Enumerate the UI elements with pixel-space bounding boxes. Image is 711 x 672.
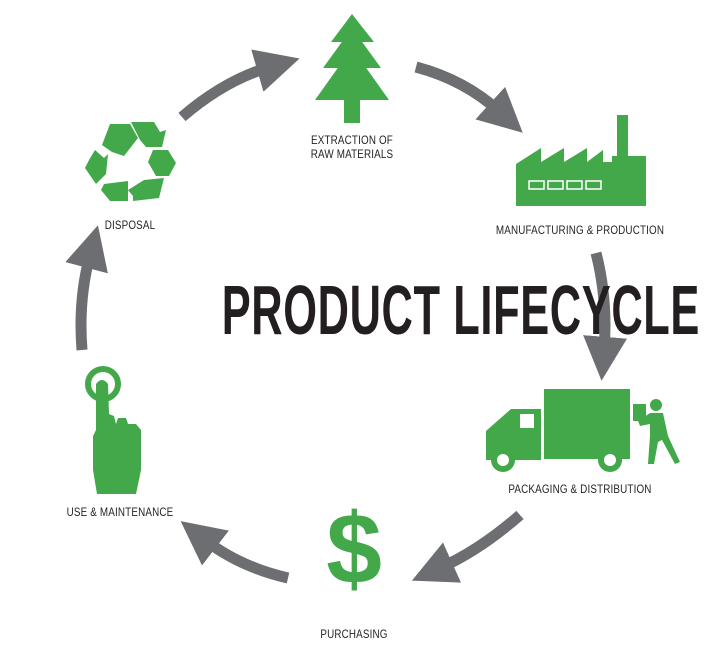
delivery-truck-icon: [486, 389, 630, 472]
arrow-extraction-to-manufacturing: [414, 61, 523, 133]
arrow-use-to-disposal: [65, 225, 108, 351]
recycle-icon: [85, 122, 176, 201]
factory-icon: [516, 115, 646, 206]
stage-label-manufacturing: MANUFACTURING & PRODUCTION: [495, 223, 665, 237]
stage-label-disposal: DISPOSAL: [104, 218, 156, 232]
cycle-arrows: [65, 49, 627, 584]
stage-label-extraction-line1: EXTRACTION OF: [311, 133, 393, 147]
tree-icon: [315, 14, 389, 123]
stage-label-use: USE & MAINTENANCE: [66, 505, 174, 519]
delivery-person-icon: [633, 399, 680, 464]
arrow-purchasing-to-use: [180, 521, 290, 584]
hand-pressing-power-button-icon: [85, 366, 141, 494]
arrow-distribution-to-purchasing: [411, 510, 524, 583]
stage-label-extraction-line2: RAW MATERIALS: [310, 147, 394, 161]
diagram-title: PRODUCT LIFECYCLE: [221, 271, 701, 349]
dollar-sign-icon: $: [326, 493, 382, 605]
arrow-disposal-to-extraction: [178, 49, 300, 122]
stage-label-distribution: PACKAGING & DISTRIBUTION: [508, 482, 652, 496]
stage-label-purchasing: PURCHASING: [320, 627, 388, 641]
svg-text:$: $: [326, 493, 382, 605]
arrow-manufacturing-to-distribution: [583, 251, 627, 381]
stage-label-extraction: EXTRACTION OF RAW MATERIALS: [303, 133, 401, 161]
